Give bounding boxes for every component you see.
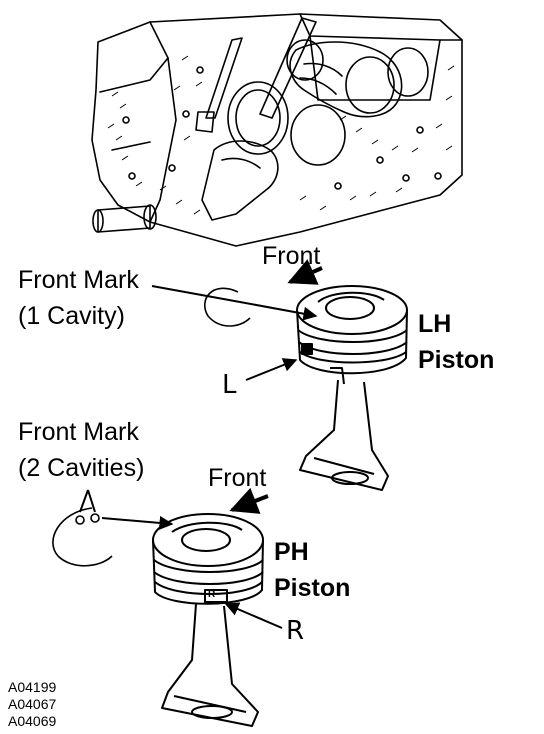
engine-block-illustration (91, 13, 463, 247)
figure-code-1: A04199 (8, 679, 57, 695)
front-mark-2-subtitle: (2 Cavities) (18, 454, 145, 482)
front-arrow-top (287, 259, 323, 285)
front-mark-2-title: Front Mark (18, 418, 139, 446)
front-label-top: Front (262, 242, 321, 270)
r-stamp-on-piston: R (208, 589, 216, 600)
ph-piston-label-line2: Piston (274, 574, 351, 602)
l-mark-arrow (245, 358, 298, 381)
front-mark-2-arrow (101, 515, 174, 530)
figure-code-2: A04067 (8, 696, 57, 712)
front-mark-2-leader-b (87, 489, 96, 513)
front-mark-1-title: Front Mark (18, 266, 139, 294)
ph-piston-label-line1: PH (274, 538, 309, 566)
lh-piston-illustration (296, 285, 408, 491)
r-mark-arrow (224, 602, 283, 629)
r-mark-label: R (286, 616, 305, 646)
engine-block-hatching (107, 55, 455, 215)
l-mark-label: L (222, 370, 237, 400)
front-mark-1-leader (151, 285, 318, 321)
front-arrow-bottom (229, 487, 269, 514)
pointer-arrows (79, 259, 323, 629)
lh-piston-label-line1: LH (418, 310, 452, 338)
figure-code-3: A04069 (8, 713, 57, 729)
rh-piston-illustration (152, 513, 264, 727)
front-mark-2-leader-a (79, 489, 89, 513)
lh-piston-label-line2: Piston (418, 346, 495, 374)
front-mark-1-subtitle: (1 Cavity) (18, 302, 125, 330)
cavity-mark-outlines (52, 287, 251, 567)
front-label-bottom: Front (208, 464, 267, 492)
